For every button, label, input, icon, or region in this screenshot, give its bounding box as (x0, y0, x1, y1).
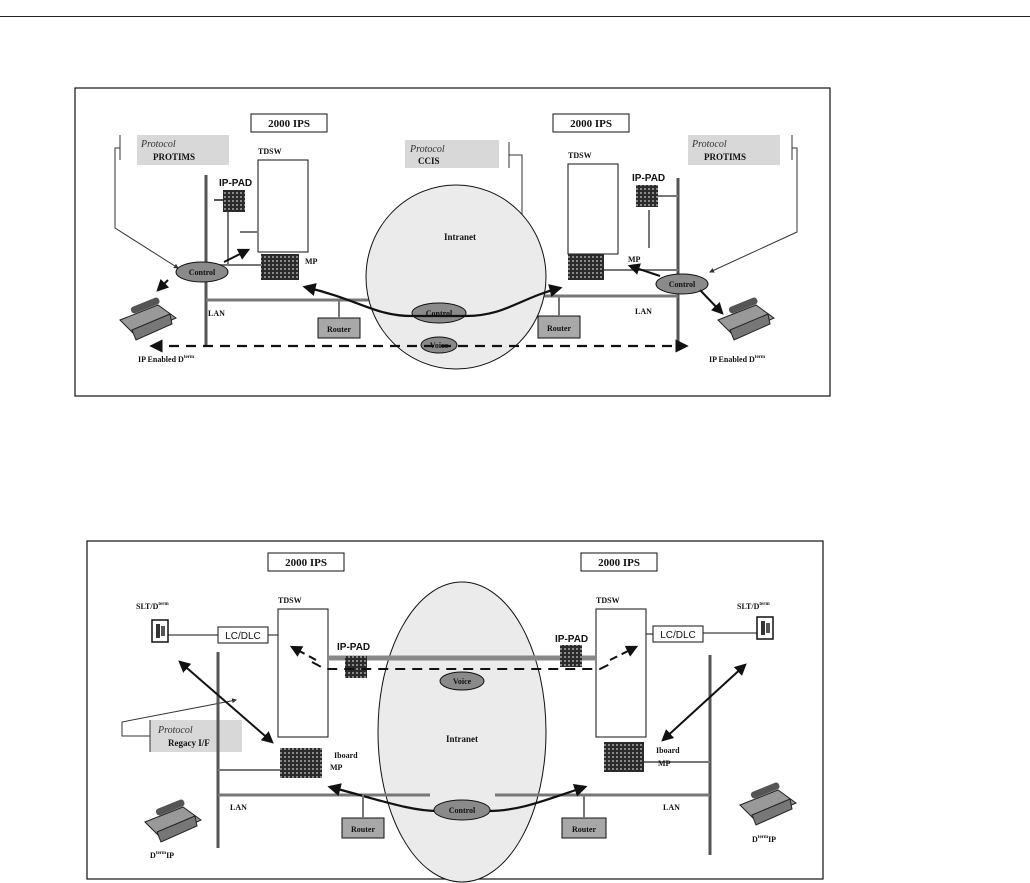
terminal-label-left-2: DtermIP (150, 851, 174, 860)
control-node-2 (433, 799, 491, 821)
tdsw-label-left: TDSW (258, 147, 282, 156)
slt-label-left: SLT/Dterm (136, 602, 169, 611)
router-label-left-2: Router (351, 825, 375, 834)
mp-board-right-2 (604, 742, 644, 772)
ips-box-left (250, 113, 328, 133)
protocol-box-center (405, 140, 499, 168)
lan-label-left-2: LAN (230, 803, 247, 812)
mp-label-right: MP (628, 255, 641, 264)
intranet-cloud-2 (377, 581, 547, 883)
lcdlc-label-right: LC/DLC (660, 630, 696, 641)
protocol-title-center: Protocol (409, 144, 445, 155)
tdsw-box-left (257, 159, 309, 253)
lan-label-left: LAN (208, 309, 225, 318)
terminal-label-right-1: IP Enabled Dterm (709, 355, 766, 364)
tdsw-label-right: TDSW (568, 151, 592, 160)
intranet-cloud-1 (365, 184, 547, 370)
protocol-name-left: PROTIMS (153, 152, 195, 162)
protocol-name-2: Regacy I/F (168, 738, 210, 748)
mp-board-left-2 (280, 748, 322, 778)
tdsw-box-right-2 (595, 608, 647, 738)
lan-label-right-2: LAN (663, 803, 680, 812)
mp-board-left (261, 254, 299, 280)
tdsw-label-right-2: TDSW (596, 596, 620, 605)
ippad-board-right (636, 185, 658, 207)
ips-label-right-2: 2000 IPS (598, 557, 640, 569)
ippad-label-left-2: IP-PAD (337, 642, 370, 653)
control-node-center (411, 302, 467, 324)
lan-label-right: LAN (635, 307, 652, 316)
control-label-center: Control (426, 309, 453, 318)
mp-board-right (568, 254, 604, 280)
page-header-rule (0, 0, 1030, 17)
mp-label-right-2: MP (658, 759, 671, 768)
ips-label-right: 2000 IPS (570, 118, 612, 130)
protocol-box-left (137, 135, 229, 165)
ippad-board-left (223, 190, 245, 212)
ips-box-right (552, 113, 630, 133)
slt-phone-icon-left (151, 619, 169, 643)
slt-phone-icon-right (756, 616, 774, 640)
diagram-2: 2000 IPS 2000 IPS SLT/Dterm LC/DLC SLT/D… (86, 540, 824, 883)
lcdlc-label-left: LC/DLC (225, 631, 261, 642)
router-label-right-2: Router (572, 825, 596, 834)
protocol-box-right (688, 135, 780, 165)
tdsw-box-right (567, 163, 619, 255)
iboard-label-left: Iboard (334, 751, 358, 760)
control-label-left: Control (189, 268, 216, 277)
mp-label-left: MP (305, 257, 318, 266)
intranet-label-1: Intranet (444, 232, 476, 242)
ips-box-left-2 (267, 552, 345, 572)
terminal-label-left-1: IP Enabled Dterm (138, 355, 195, 364)
protocol-name-right: PROTIMS (704, 152, 746, 162)
protocol-name-center: CCIS (418, 156, 440, 166)
ippad-board-right-2 (560, 645, 582, 667)
tdsw-label-left-2: TDSW (278, 596, 302, 605)
phone-icon-right-2 (739, 782, 797, 826)
ips-label-left: 2000 IPS (268, 118, 310, 130)
ips-label-left-2: 2000 IPS (285, 557, 327, 569)
ippad-board-left-2 (345, 656, 367, 678)
protocol-title-2: Protocol (157, 725, 193, 736)
voice-path-2 (311, 661, 615, 670)
control-path-1 (302, 283, 563, 318)
router-label-left-1: Router (327, 325, 351, 334)
intranet-label-2: Intranet (446, 734, 478, 744)
control-node-right (655, 273, 709, 295)
slt-label-right: SLT/Dterm (737, 602, 770, 611)
iboard-label-right: Iboard (656, 746, 680, 755)
diagram-1: 2000 IPS 2000 IPS Protocol PROTIMS Proto… (74, 87, 831, 397)
phone-icon-left-1 (119, 297, 177, 341)
control-node-left (175, 261, 229, 283)
tdsw-box-left-2 (277, 608, 329, 738)
protocol-title-left: Protocol (140, 139, 176, 150)
mp-label-left-2: MP (330, 763, 343, 772)
ippad-label-right: IP-PAD (632, 173, 665, 184)
ips-box-right-2 (580, 552, 658, 572)
control-label-right: Control (669, 280, 696, 289)
control-label-2: Control (449, 806, 476, 815)
voice-label-2: Voice (453, 677, 472, 686)
ippad-label-right-2: IP-PAD (555, 634, 588, 645)
phone-icon-right-1 (717, 297, 775, 341)
voice-node-2 (439, 671, 485, 691)
router-label-right-1: Router (547, 324, 571, 333)
ippad-label-left: IP-PAD (219, 178, 252, 189)
phone-icon-left-2 (144, 799, 202, 843)
terminal-label-right-2: DtermIP (752, 835, 776, 844)
protocol-title-right: Protocol (691, 139, 727, 150)
